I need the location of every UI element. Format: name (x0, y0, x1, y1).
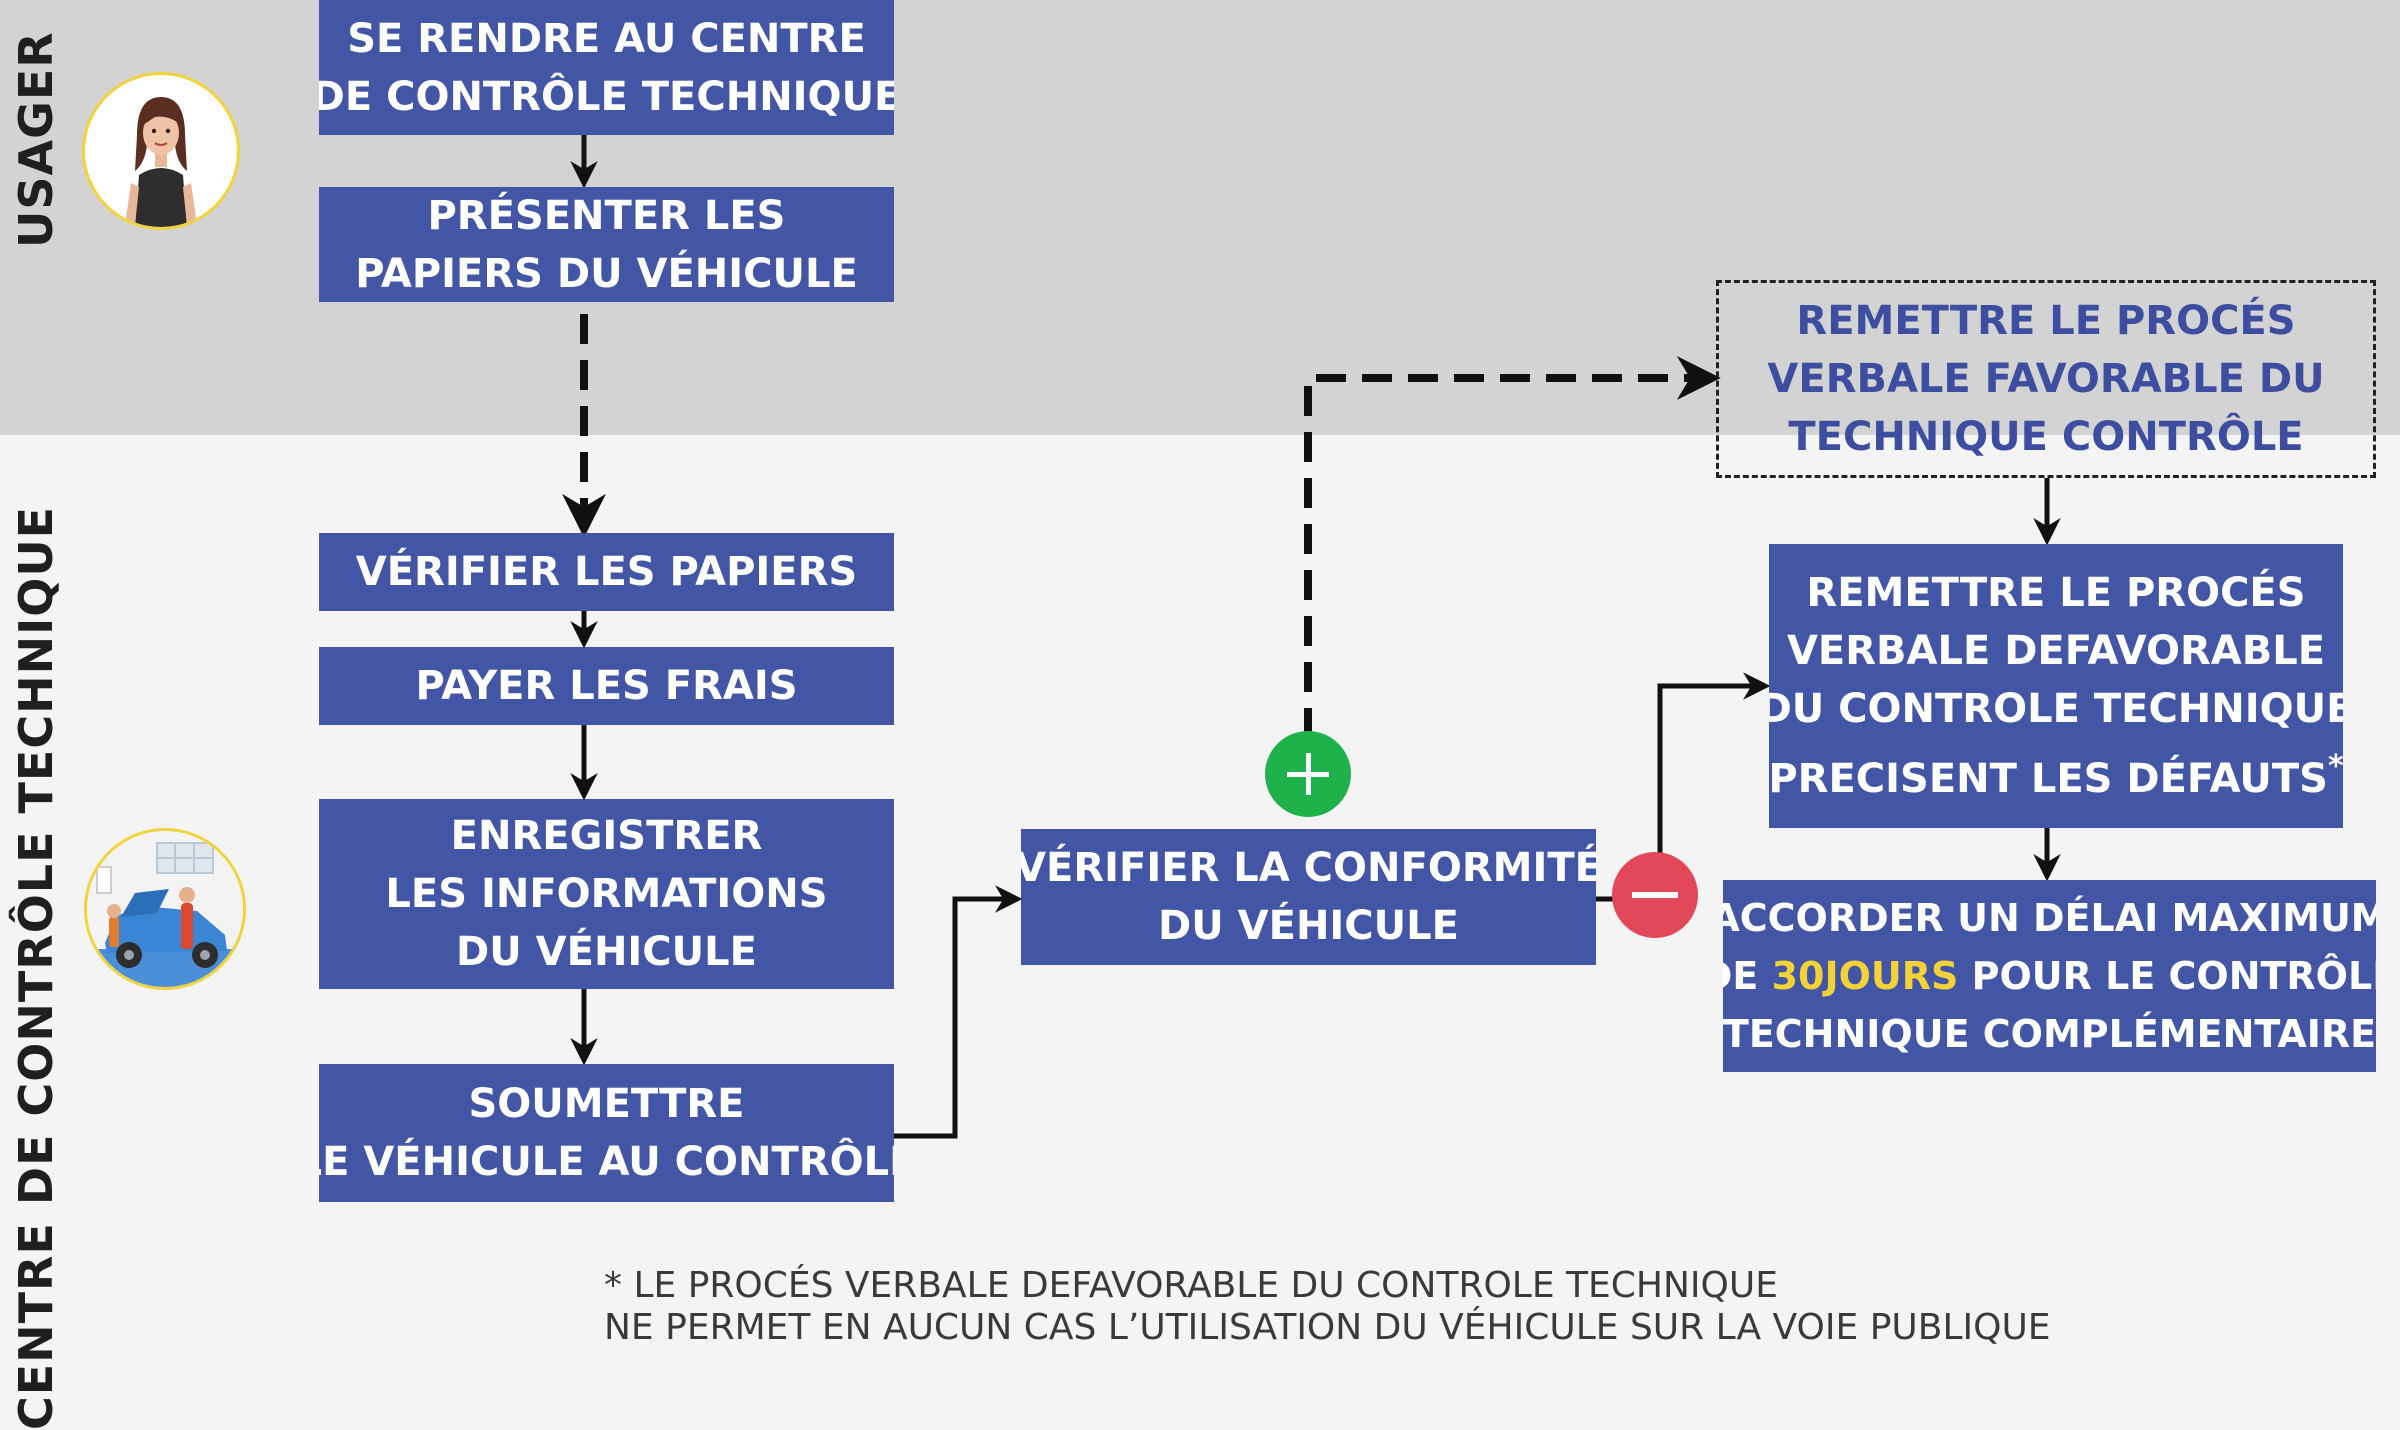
step-grant-delay-line-2-before: DE (1723, 954, 1759, 998)
step-present-papers: PRÉSENTER LES PAPIERS DU VÉHICULE (319, 187, 894, 302)
arrow-submit-to-conformity (894, 885, 1023, 1139)
step-go-to-centre-line-2: DE CONTRÔLE TECHNIQUE (319, 73, 894, 120)
step-register-info-line-1: ENREGISTRER (450, 813, 763, 859)
step-verify-conformity: VÉRIFIER LA CONFORMITÉ DU VÉHICULE (1021, 829, 1596, 965)
step-present-papers-line-2: PAPIERS DU VÉHICULE (355, 250, 858, 297)
step-grant-delay-line-3: TECHNIQUE COMPLÉMENTAIRE (1723, 1012, 2376, 1056)
step-register-info-line-2: LES INFORMATIONS (385, 871, 828, 917)
step-grant-delay: ACCORDER UN DÉLAI MAXIMUM DE 30JOURS POU… (1723, 880, 2376, 1072)
step-unfavorable-report: REMETTRE LE PROCÉS VERBALE DEFAVORABLE D… (1769, 544, 2343, 828)
step-favorable-report-line-1: REMETTRE LE PROCÉS (1796, 298, 2296, 344)
step-register-info: ENREGISTRER LES INFORMATIONS DU VÉHICULE (319, 799, 894, 989)
positive-outcome-icon (1265, 731, 1351, 817)
step-unfavorable-report-line-2: VERBALE DEFAVORABLE (1786, 628, 2326, 674)
step-favorable-report-line-3: TECHNIQUE CONTRÔLE (1788, 414, 2304, 460)
step-unfavorable-report-line-3: DU CONTROLE TECHNIQUE (1769, 686, 2343, 732)
step-verify-conformity-line-1: VÉRIFIER LA CONFORMITÉ (1021, 845, 1596, 891)
footnote-line-1: * LE PROCÉS VERBALE DEFAVORABLE DU CONTR… (604, 1265, 1778, 1306)
negative-outcome-icon (1612, 852, 1698, 938)
step-grant-delay-line-1: ACCORDER UN DÉLAI MAXIMUM (1723, 896, 2376, 940)
step-unfavorable-report-line-1: REMETTRE LE PROCÉS (1806, 570, 2306, 616)
step-verify-conformity-line-2: DU VÉHICULE (1158, 903, 1459, 949)
woman-avatar-icon (82, 72, 240, 230)
step-present-papers-line-1: PRÉSENTER LES (427, 192, 786, 239)
footnote-line-2: NE PERMET EN AUCUN CAS L’UTILISATION DU … (604, 1307, 2051, 1348)
step-pay-fees: PAYER LES FRAIS (319, 647, 894, 725)
step-grant-delay-line-2: DE 30JOURS POUR LE CONTRÔLE (1723, 947, 2376, 1005)
step-go-to-centre-line-1: SE RENDRE AU CENTRE (347, 15, 866, 62)
step-verify-papers: VÉRIFIER LES PAPIERS (319, 533, 894, 611)
step-verify-papers-line-1: VÉRIFIER LES PAPIERS (355, 549, 858, 595)
step-unfavorable-report-line-4: PRECISENT LES DÉFAUTS* (1769, 738, 2343, 808)
step-pay-fees-line-1: PAYER LES FRAIS (415, 663, 798, 709)
step-favorable-report: REMETTRE LE PROCÉS VERBALE FAVORABLE DU … (1716, 280, 2376, 478)
step-unfavorable-report-line-4-text: PRECISENT LES DÉFAUTS (1769, 756, 2328, 802)
delay-highlight: 30JOURS (1771, 954, 1959, 998)
step-submit-vehicle-line-2: LE VÉHICULE AU CONTRÔLE (319, 1139, 894, 1185)
step-go-to-centre: SE RENDRE AU CENTRE DE CONTRÔLE TECHNIQU… (319, 0, 894, 135)
step-submit-vehicle: SOUMETTRE LE VÉHICULE AU CONTRÔLE (319, 1064, 894, 1202)
arrow-positive-to-favorable (1304, 356, 1721, 738)
footnote-star: * (2327, 749, 2343, 784)
footnote: * LE PROCÉS VERBALE DEFAVORABLE DU CONTR… (604, 1265, 2384, 1349)
step-favorable-report-line-2: VERBALE FAVORABLE DU (1767, 356, 2325, 402)
step-submit-vehicle-line-1: SOUMETTRE (468, 1081, 745, 1127)
step-register-info-line-3: DU VÉHICULE (456, 929, 757, 975)
step-grant-delay-line-2-after: POUR LE CONTRÔLE (1958, 954, 2376, 998)
